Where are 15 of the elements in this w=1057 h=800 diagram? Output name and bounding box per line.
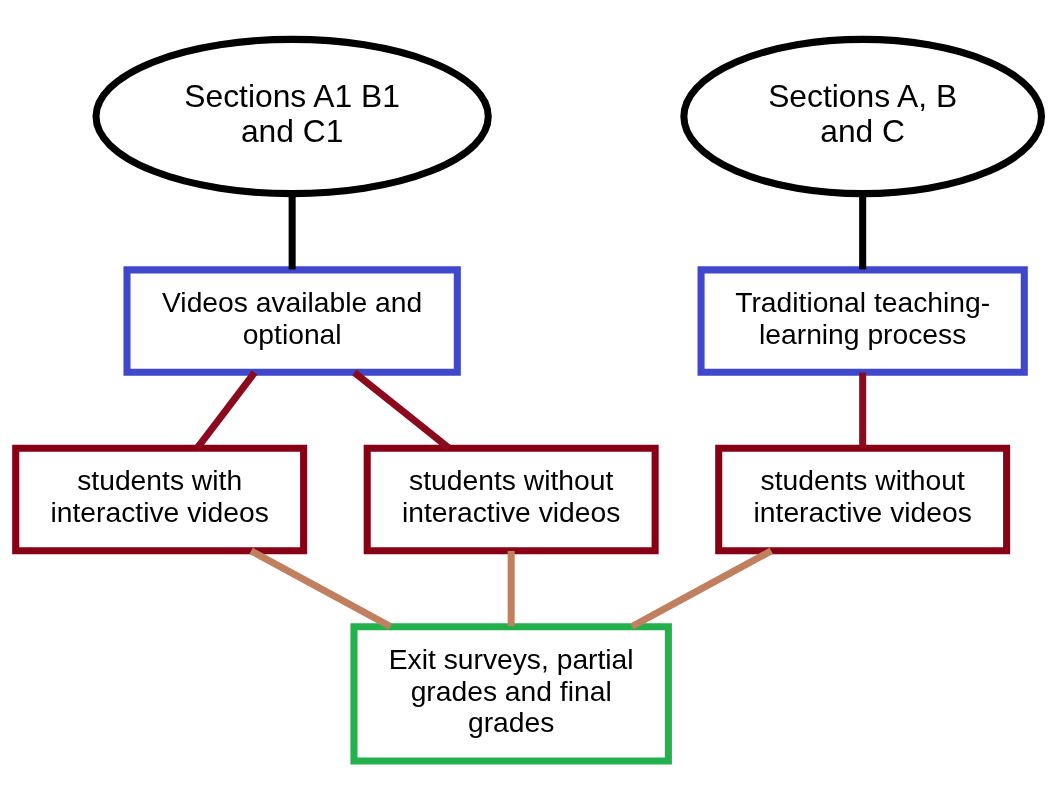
connector bbox=[194, 370, 258, 451]
node-box: students without interactive videos bbox=[715, 444, 1011, 555]
connector bbox=[630, 547, 773, 630]
connector bbox=[507, 550, 515, 627]
node-box: Traditional teaching-learning process bbox=[697, 266, 1028, 376]
node-box: Exit surveys, partial grades and final grades bbox=[350, 623, 672, 765]
node-box: students with interactive videos bbox=[12, 444, 308, 555]
node-ellipse: Sections A, B and C bbox=[680, 35, 1045, 198]
connector bbox=[352, 369, 452, 451]
node-box: Videos available and optional bbox=[123, 266, 461, 376]
node-ellipse: Sections A1 B1 and C1 bbox=[92, 35, 492, 198]
connector bbox=[288, 194, 296, 270]
connector bbox=[859, 194, 867, 270]
connector bbox=[249, 547, 393, 630]
node-box: students without interactive videos bbox=[363, 444, 659, 555]
